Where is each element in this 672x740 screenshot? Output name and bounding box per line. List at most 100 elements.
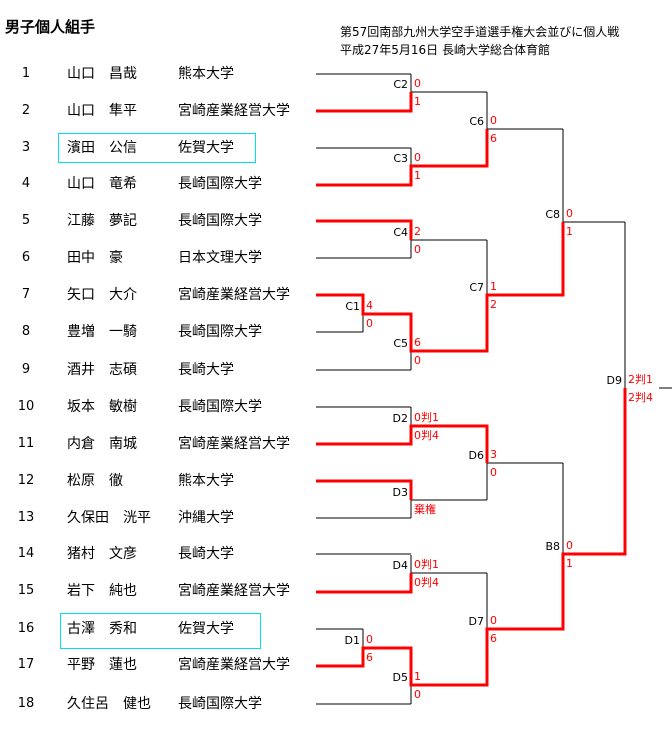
score-top: 0判1 (414, 558, 439, 571)
score-top: 2 (414, 225, 421, 238)
winner-path (316, 424, 489, 463)
player-name: 松原 徹 (67, 473, 123, 489)
player-name: 坂本 敏樹 (67, 399, 137, 415)
player-school: 宮崎産業経営大学 (178, 436, 290, 452)
player-number: 16 (17, 621, 35, 636)
score-top: 2判1 (628, 373, 653, 386)
player-name: 酒井 志碩 (67, 362, 137, 378)
player-school: 宮崎産業経営大学 (178, 103, 290, 119)
score-bottom: 1 (566, 557, 573, 570)
score-bottom: 0 (414, 688, 421, 701)
score-top: 0 (366, 633, 373, 646)
score-top: 4 (366, 299, 373, 312)
player-school: 長崎大学 (178, 362, 234, 378)
score-top: 0 (414, 77, 421, 90)
score-top: 0 (566, 539, 573, 552)
score-bottom: 6 (490, 132, 497, 145)
player-number: 4 (21, 176, 31, 191)
date-venue: 平成27年5月16日 長崎大学総合体育館 (340, 43, 550, 57)
match-label: C1 (345, 300, 360, 313)
winner-path (316, 388, 627, 687)
match-label: C6 (469, 115, 484, 128)
player-school: 長崎国際大学 (178, 399, 262, 415)
player-number: 5 (21, 213, 31, 228)
player-name: 濱田 公信 (67, 140, 137, 156)
score-bottom: 0判4 (414, 429, 439, 442)
winner-path (316, 92, 413, 113)
player-school: 佐賀大学 (178, 140, 234, 156)
player-name: 久住呂 健也 (67, 696, 151, 712)
player-number: 1 (21, 66, 31, 81)
player-number: 8 (21, 324, 31, 339)
player-number: 3 (21, 140, 31, 155)
score-bottom: 0 (414, 243, 421, 256)
player-school: 日本文理大学 (178, 250, 262, 266)
highlight-box-player-16 (60, 613, 261, 649)
score-bottom: 0 (414, 354, 421, 367)
match-label: D5 (392, 671, 408, 684)
player-school: 宮崎産業経営大学 (178, 583, 290, 599)
score-bottom: 1 (414, 95, 421, 108)
match-label: D3 (392, 486, 408, 499)
match-label: C4 (393, 226, 408, 239)
player-number: 11 (17, 436, 35, 451)
player-school: 長崎国際大学 (178, 176, 262, 192)
player-school: 佐賀大学 (178, 621, 234, 637)
player-number: 18 (17, 696, 35, 711)
score-top: 1 (414, 670, 421, 683)
match-label: B8 (545, 540, 560, 553)
player-number: 6 (21, 250, 31, 265)
score-bottom: 6 (490, 632, 497, 645)
score-bottom: 6 (366, 651, 373, 664)
player-name: 豊増 一騎 (67, 324, 137, 340)
player-school: 熊本大学 (178, 66, 234, 82)
player-name: 矢口 大介 (67, 287, 137, 303)
score-top: 0 (490, 114, 497, 127)
score-top: 0判1 (414, 411, 439, 424)
score-top: 0 (490, 614, 497, 627)
player-name: 平野 蓮也 (67, 657, 137, 673)
match-label: C5 (393, 337, 408, 350)
match-label: D1 (344, 634, 360, 647)
winner-path (316, 479, 413, 500)
match-label: D6 (468, 449, 484, 462)
player-number: 12 (17, 473, 35, 488)
player-name: 山口 隼平 (67, 103, 137, 119)
player-number: 14 (17, 546, 35, 561)
player-school: 長崎大学 (178, 546, 234, 562)
player-name: 古澤 秀和 (67, 621, 137, 637)
winner-path (316, 222, 565, 353)
highlight-box-player-3 (58, 133, 256, 163)
match-label: C7 (469, 281, 484, 294)
player-name: 岩下 純也 (67, 583, 137, 599)
player-number: 9 (21, 362, 31, 377)
winner-path (316, 129, 489, 187)
score-bottom: 1 (414, 169, 421, 182)
match-label: C3 (393, 152, 408, 165)
player-number: 10 (17, 399, 35, 414)
score-top: 3 (490, 448, 497, 461)
score-bottom: 0判4 (414, 576, 439, 589)
player-name: 内倉 南城 (67, 436, 137, 452)
score-top: 6 (414, 336, 421, 349)
score-bottom: 0 (490, 466, 497, 479)
score-bottom: 0 (366, 317, 373, 330)
page-title: 男子個人組手 (5, 18, 96, 36)
player-number: 17 (17, 657, 35, 672)
score-bottom: 1 (566, 225, 573, 238)
score-bottom: 棄権 (414, 503, 436, 516)
player-school: 長崎国際大学 (178, 324, 262, 340)
player-number: 2 (21, 103, 31, 118)
score-top: 1 (490, 280, 497, 293)
match-label: C8 (545, 208, 560, 221)
match-label: D7 (468, 615, 484, 628)
player-school: 熊本大学 (178, 473, 234, 489)
player-number: 13 (17, 510, 35, 525)
player-school: 沖縄大学 (178, 510, 234, 526)
player-name: 山口 昌哉 (67, 66, 137, 82)
winner-path (316, 219, 413, 240)
score-top: 0 (414, 151, 421, 164)
player-school: 宮崎産業経営大学 (178, 287, 290, 303)
